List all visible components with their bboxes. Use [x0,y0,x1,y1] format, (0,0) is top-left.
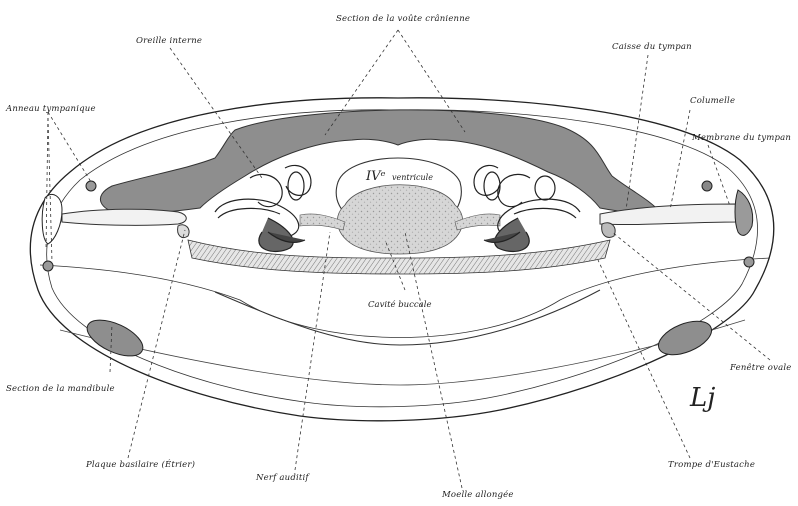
columella-left [62,209,186,225]
label-auditory-nerve: Nerf auditif [256,473,309,483]
mandible-section-left [82,313,148,364]
label-inner-ear: Oreille interne [136,36,202,46]
fourth-ventricle-word: ventricule [392,173,433,182]
label-columella: Columelle [690,96,735,106]
tympanic-ring-right-bottom [744,257,754,267]
oval-window-right [602,223,615,238]
label-cranial-vault: Section de la voûte crânienne [336,14,470,24]
mandible-section-right [654,315,716,362]
jaw-bottom-curve [60,320,745,385]
tympanic-ring-left-bottom [43,261,53,271]
label-tympanic-ring: Anneau tympanique [6,104,96,114]
label-tympanic-cavity: Caisse du tympan [612,42,692,52]
fourth-ventricle-numeral: IVᵉ [365,169,386,184]
tympanic-ring-left-top [86,181,96,191]
label-mandible-section: Section de la mandibule [6,384,115,394]
tympanic-ring-right-top [702,181,712,191]
label-tympanic-membrane: Membrane du tympan [692,133,791,143]
label-basilar-plate: Plaque basilaire (Étrier) [86,460,195,470]
label-eustachian-tube: Trompe d'Eustache [668,460,755,470]
medulla-oblongata [337,185,462,254]
buccal-floor-curve [215,290,600,345]
label-medulla: Moelle allongée [442,490,514,500]
label-oval-window: Fenêtre ovale [730,363,792,373]
artist-signature: Lj [689,383,715,413]
tympanic-membrane-left [42,194,62,244]
oral-cavity-label: Cavité buccale [368,299,432,310]
